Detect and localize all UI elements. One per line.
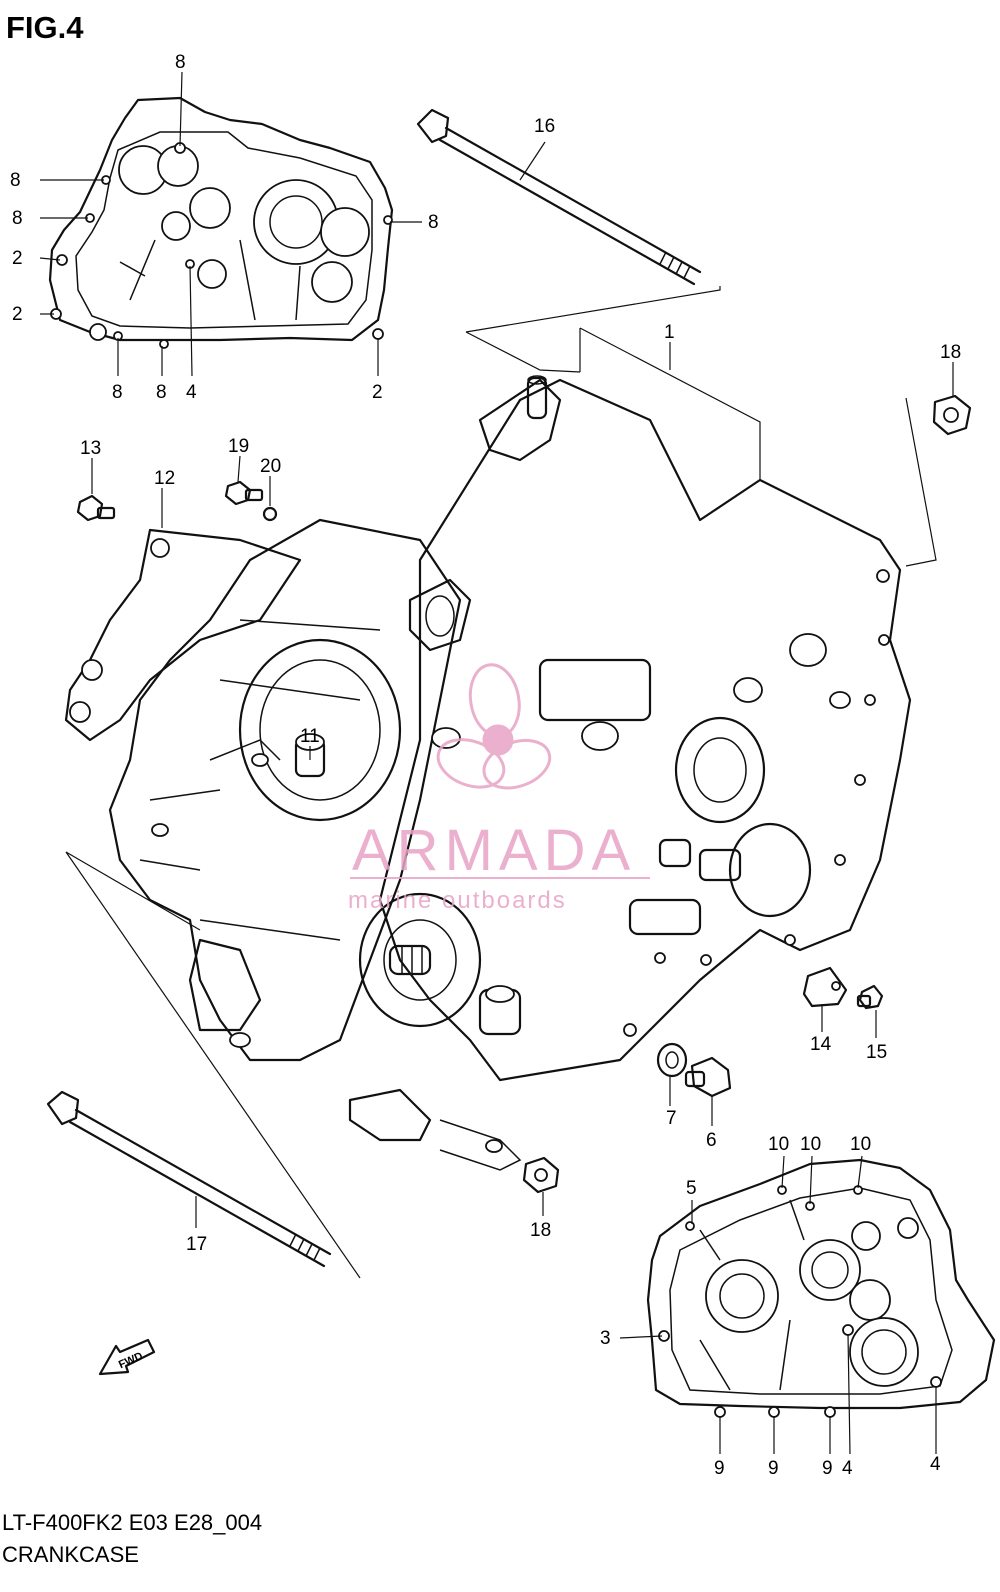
- crankcase-right-inner-view: [646, 1158, 996, 1418]
- callout-9: 9: [822, 1458, 833, 1479]
- top-left-leaders: [39, 71, 422, 377]
- callout-10: 10: [800, 1134, 821, 1155]
- bolt-15: [856, 984, 884, 1038]
- callout-9: 9: [768, 1458, 779, 1479]
- callout-4: 4: [930, 1454, 941, 1475]
- callout-4: 4: [186, 382, 197, 403]
- nut-18-bottom: [522, 1156, 560, 1216]
- callout-17: 17: [186, 1234, 207, 1255]
- nut-18-top: [905, 362, 972, 567]
- o-ring-20: [262, 476, 278, 522]
- callout-labels: 1 2 2 2 3 4 4 4 5 6 7 8 8 8 8 8 8 9 9 9 …: [10, 52, 961, 1479]
- callout-4: 4: [842, 1458, 853, 1479]
- callout-2: 2: [372, 382, 383, 403]
- crankcase-assembly: [64, 375, 912, 1171]
- callout-18: 18: [940, 342, 961, 363]
- callout-7: 7: [666, 1108, 677, 1129]
- callout-8: 8: [428, 212, 439, 233]
- callout-13: 13: [80, 438, 101, 459]
- callout-20: 20: [260, 456, 281, 477]
- callout-12: 12: [154, 468, 175, 489]
- fwd-label: FWD: [117, 1350, 145, 1371]
- sensor-19: [224, 455, 264, 506]
- callout-8: 8: [12, 208, 23, 229]
- callout-9: 9: [714, 1458, 725, 1479]
- bolt-17: [46, 851, 361, 1279]
- drain-plug-6: [684, 1056, 732, 1126]
- callout-15: 15: [866, 1042, 887, 1063]
- part-1-leader: [465, 286, 761, 480]
- callout-6: 6: [706, 1130, 717, 1151]
- callout-3: 3: [600, 1328, 611, 1349]
- callout-18: 18: [530, 1220, 551, 1241]
- bolt-16: [416, 108, 702, 286]
- callout-8: 8: [112, 382, 123, 403]
- callout-8: 8: [10, 170, 21, 191]
- bolt-13: [76, 458, 116, 522]
- callout-16: 16: [534, 116, 555, 137]
- callout-2: 2: [12, 304, 23, 325]
- callout-5: 5: [686, 1178, 697, 1199]
- callout-2: 2: [12, 248, 23, 269]
- crankcase-left-inner-view: [48, 96, 394, 349]
- callout-1: 1: [664, 322, 675, 343]
- bracket-14: [802, 966, 848, 1032]
- callout-8: 8: [156, 382, 167, 403]
- callout-19: 19: [228, 436, 249, 457]
- figure-title: FIG.4: [6, 10, 84, 45]
- callout-8: 8: [175, 52, 186, 73]
- callout-10: 10: [850, 1134, 871, 1155]
- model-code: LT-F400FK2 E03 E28_004: [2, 1510, 262, 1535]
- section-name: CRANKCASE: [2, 1542, 139, 1567]
- callout-11: 11: [300, 726, 320, 747]
- callout-14: 14: [810, 1034, 832, 1055]
- propeller-logo-icon: [436, 663, 552, 790]
- washer-7: [656, 1042, 688, 1106]
- callout-10: 10: [768, 1134, 789, 1155]
- bottom-right-leaders: [619, 1155, 937, 1455]
- fwd-direction-marker: FWD: [98, 1338, 156, 1376]
- watermark-brand: ARMADA: [352, 818, 636, 883]
- watermark-tagline: marine outboards: [348, 887, 567, 914]
- armada-watermark: ARMADA marine outboards: [348, 663, 650, 914]
